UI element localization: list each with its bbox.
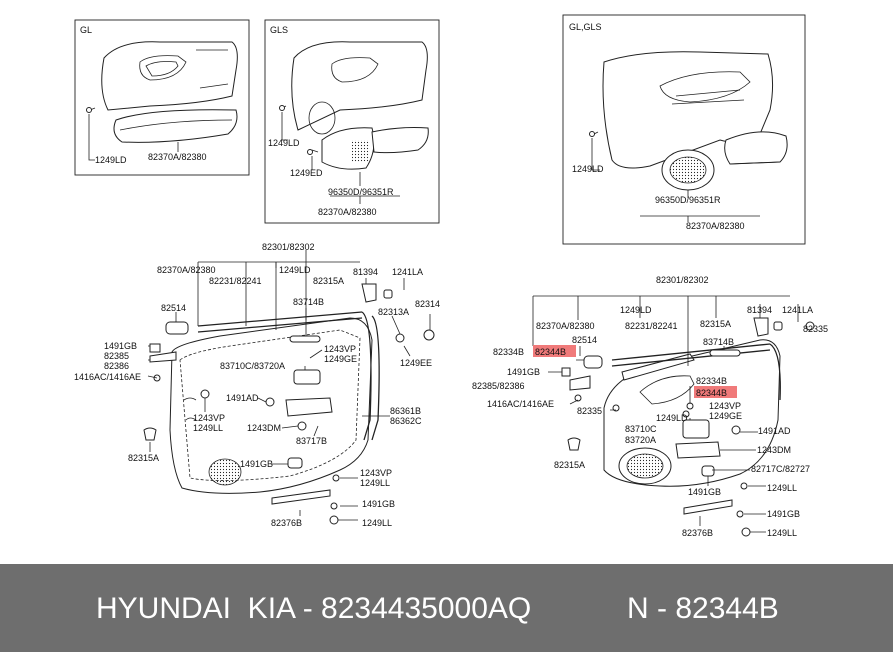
- variant-box-gl: GL 1249LD 82370A/82380: [74, 19, 250, 176]
- label-86362c: 86362C: [390, 416, 422, 426]
- label-82514: 82514: [572, 335, 597, 345]
- left-door-diagram: 82301/82302 82370A/82380 1249LD 82231/82…: [74, 242, 440, 528]
- label-82301-82302: 82301/82302: [656, 275, 709, 285]
- box-title-gls: GLS: [270, 25, 288, 35]
- label-1243dm: 1243DM: [757, 445, 791, 455]
- label-82370a-82380: 82370A/82380: [148, 152, 207, 162]
- box-title-gl: GL: [80, 25, 92, 35]
- label-82315a: 82315A: [128, 453, 159, 463]
- footer-part-number: HYUNDAI KIA - 8234435000AQ: [96, 592, 532, 625]
- label-1491gb: 1491GB: [507, 367, 540, 377]
- label-1249ll: 1249LL: [193, 423, 223, 433]
- label-82334b: 82334B: [696, 376, 727, 386]
- label-1491gb: 1491GB: [240, 459, 273, 469]
- label-1491gb: 1491GB: [362, 499, 395, 509]
- highlight-82344b-mid: [694, 386, 737, 398]
- box-title-gl-gls: GL,GLS: [569, 22, 602, 32]
- label-82514: 82514: [161, 303, 186, 313]
- label-1249ld: 1249LD: [656, 413, 688, 423]
- label-82344b: 82344B: [535, 347, 566, 357]
- label-81394: 81394: [747, 305, 772, 315]
- label-1491ad: 1491AD: [226, 393, 259, 403]
- part-number-footer: HYUNDAI KIA - 8234435000AQ N - 82344B: [0, 564, 893, 652]
- label-82717c-82727: 82717C/82727: [751, 464, 810, 474]
- label-1243vp: 1243VP: [360, 468, 392, 478]
- label-82314: 82314: [415, 299, 440, 309]
- label-82313a: 82313A: [378, 307, 409, 317]
- label-1491gb: 1491GB: [767, 509, 800, 519]
- label-82386: 82386: [104, 361, 129, 371]
- variant-box-gls: GLS 1249LD 1249ED 96350D/96351R 82370A/8…: [264, 19, 440, 224]
- label-1491gb: 1491GB: [104, 341, 137, 351]
- label-82385: 82385: [104, 351, 129, 361]
- label-82370a-82380: 82370A/82380: [318, 207, 377, 217]
- label-82315a: 82315A: [554, 460, 585, 470]
- label-1249ee: 1249EE: [400, 358, 432, 368]
- label-83714b: 83714B: [293, 297, 324, 307]
- label-82335: 82335: [803, 324, 828, 334]
- label-83710c: 83710C: [625, 424, 657, 434]
- label-1249ld: 1249LD: [95, 155, 127, 165]
- label-1243vp: 1243VP: [709, 401, 741, 411]
- label-1249ld: 1249LD: [279, 265, 311, 275]
- label-82231-82241: 82231/82241: [209, 276, 262, 286]
- label-1249ll: 1249LL: [767, 483, 797, 493]
- highlight-82344b-top: [533, 345, 576, 357]
- label-1249ll: 1249LL: [767, 528, 797, 538]
- label-82315a: 82315A: [700, 319, 731, 329]
- label-82370a-82380: 82370A/82380: [157, 265, 216, 275]
- label-82334b: 82334B: [493, 347, 524, 357]
- label-82370a-82380: 82370A/82380: [536, 321, 595, 331]
- label-81394: 81394: [353, 267, 378, 277]
- label-83710c-83720a: 83710C/83720A: [220, 361, 285, 371]
- label-1249ld: 1249LD: [268, 138, 300, 148]
- label-82231-82241: 82231/82241: [625, 321, 678, 331]
- label-1249ge: 1249GE: [709, 411, 742, 421]
- label-82385-82386: 82385/82386: [472, 381, 525, 391]
- label-96350d-96351r: 96350D/96351R: [328, 187, 394, 197]
- label-1241la: 1241LA: [782, 305, 813, 315]
- label-83714b: 83714B: [703, 337, 734, 347]
- label-1491gb: 1491GB: [688, 487, 721, 497]
- label-1249ld: 1249LD: [620, 305, 652, 315]
- label-82376b: 82376B: [682, 528, 713, 538]
- label-82335: 82335: [577, 406, 602, 416]
- label-1243vp: 1243VP: [193, 413, 225, 423]
- label-82370a-82380: 82370A/82380: [686, 221, 745, 231]
- label-82344b: 82344B: [696, 388, 727, 398]
- label-1249ld: 1249LD: [572, 164, 604, 174]
- label-1491ad: 1491AD: [758, 426, 791, 436]
- label-83720a: 83720A: [625, 435, 656, 445]
- label-1249ll: 1249LL: [362, 518, 392, 528]
- label-1249ge: 1249GE: [324, 354, 357, 364]
- label-86361b: 86361B: [390, 406, 421, 416]
- parts-diagram: GL 1249LD 82370A/82380 GLS 1249LD 1249ED: [74, 14, 828, 538]
- variant-box-gl-gls: GL,GLS 1249LD 96350D/96351R 82370A/82380: [562, 14, 806, 245]
- label-82301-82302: 82301/82302: [262, 242, 315, 252]
- right-door-diagram: 82301/82302 1249LD 81394 1241LA 82370A/8…: [472, 275, 828, 538]
- footer-part-code: N - 82344B: [627, 592, 779, 625]
- label-82376b: 82376B: [271, 518, 302, 528]
- label-1249ll: 1249LL: [360, 478, 390, 488]
- label-96350d-96351r: 96350D/96351R: [655, 195, 721, 205]
- label-1416ac-1416ae: 1416AC/1416AE: [74, 372, 141, 382]
- label-1241la: 1241LA: [392, 267, 423, 277]
- label-1249ed: 1249ED: [290, 168, 323, 178]
- label-1243dm: 1243DM: [247, 423, 281, 433]
- label-1243vp: 1243VP: [324, 344, 356, 354]
- label-1416ac-1416ae: 1416AC/1416AE: [487, 399, 554, 409]
- label-82315a: 82315A: [313, 276, 344, 286]
- label-83717b: 83717B: [296, 436, 327, 446]
